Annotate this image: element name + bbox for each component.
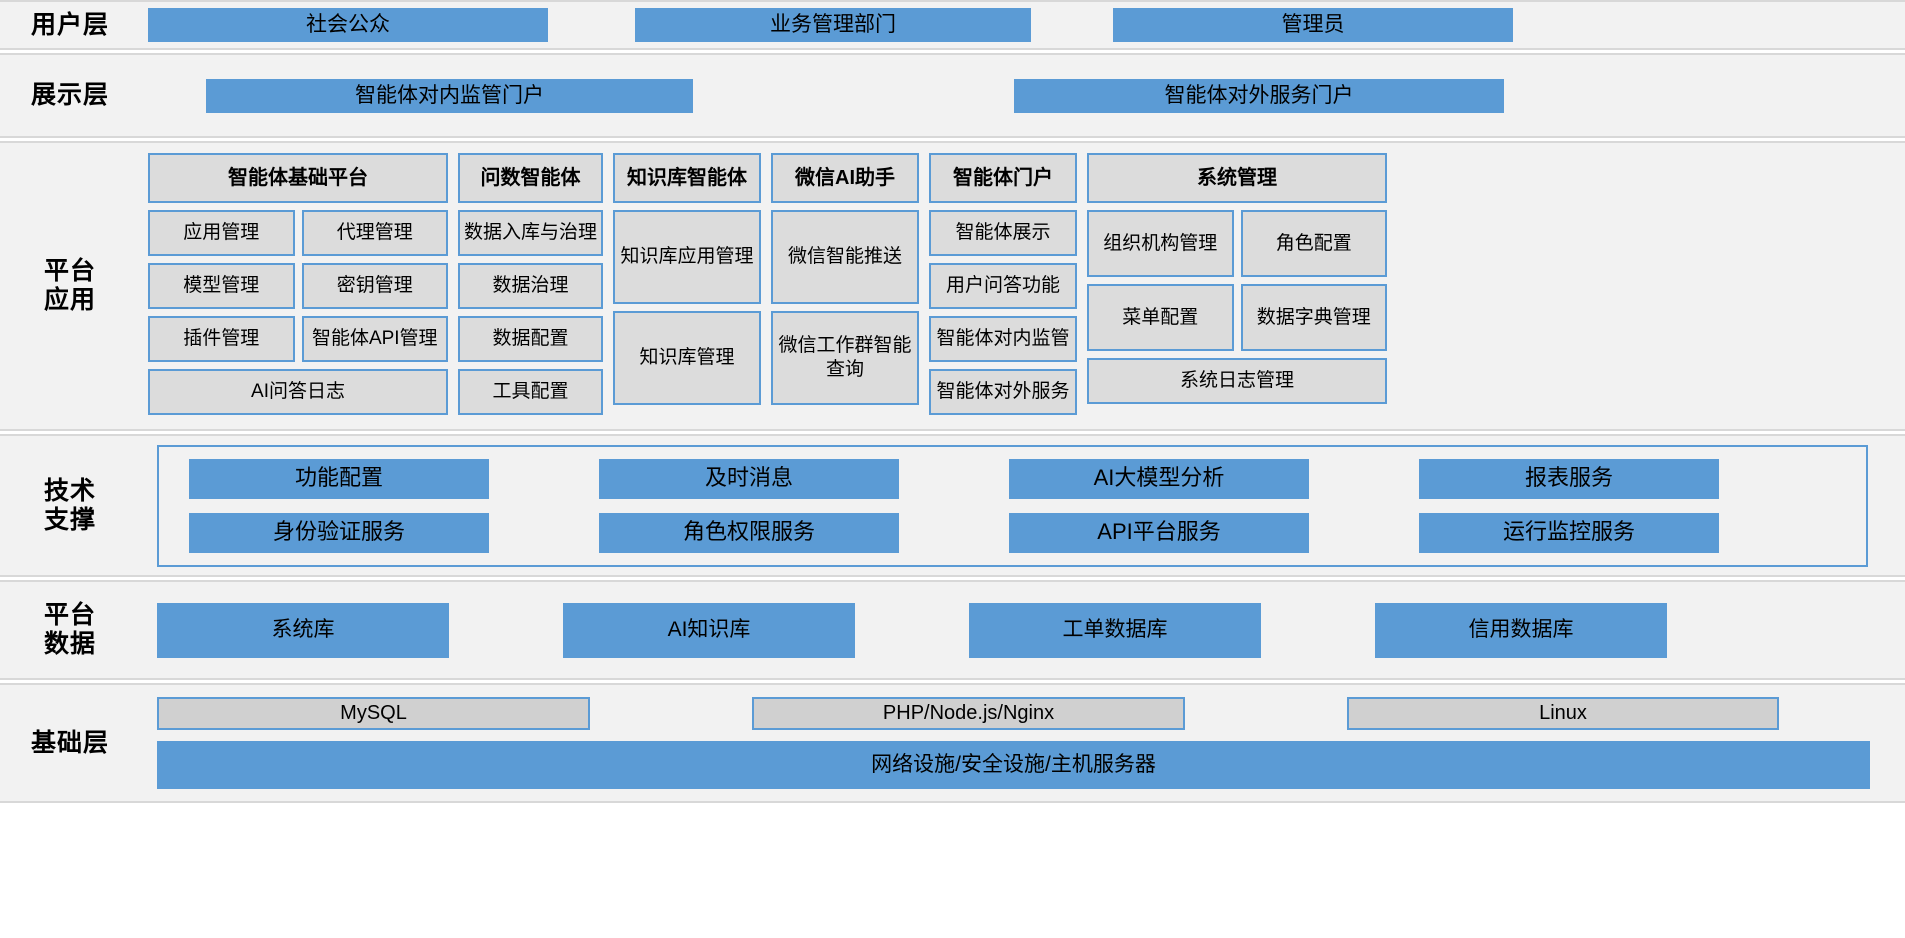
layer-label-platform-data: 平台 数据 [43, 601, 96, 658]
app-item-organization-management[interactable]: 组织机构管理 [1087, 210, 1234, 277]
infrastructure-hardware-row: 网络设施/安全设施/主机服务器 [157, 741, 1897, 789]
infra-item-mysql[interactable]: MySQL [157, 697, 590, 730]
app-item-model-management[interactable]: 模型管理 [148, 263, 295, 309]
app-column-agent-base-platform: 智能体基础平台 应用管理 代理管理 模型管理 密钥管理 插件管理 智能体API管… [148, 153, 448, 415]
layer-platform-application: 平台 应用 智能体基础平台 应用管理 代理管理 模型管理 密钥管理 插件管理 [0, 141, 1905, 431]
user-box-business-dept[interactable]: 业务管理部门 [635, 8, 1031, 42]
app-column-title-wechat-ai-assistant[interactable]: 微信AI助手 [771, 153, 919, 203]
tech-item-runtime-monitoring-service[interactable]: 运行监控服务 [1419, 512, 1719, 553]
user-box-public[interactable]: 社会公众 [148, 8, 548, 42]
app-item-agent-management[interactable]: 代理管理 [301, 210, 448, 256]
infrastructure-wrapper: MySQL PHP/Node.js/Nginx Linux 网络设施/安全设施/… [148, 697, 1897, 789]
layer-technical-support: 技术 支撑 功能配置 及时消息 AI大模型分析 报表服务 身份验证服务 角色权限… [0, 434, 1905, 577]
app-column-agent-portal: 智能体门户 智能体展示 用户问答功能 智能体对内监管 智能体对外服务 [929, 153, 1077, 415]
layer-platform-data: 平台 数据 系统库 AI知识库 工单数据库 信用数据库 [0, 580, 1905, 680]
app-item-data-ingest-governance[interactable]: 数据入库与治理 [458, 210, 603, 256]
tech-item-role-permission-service[interactable]: 角色权限服务 [599, 512, 899, 553]
app-item-user-qa-function[interactable]: 用户问答功能 [929, 263, 1077, 309]
app-item-ai-qa-log[interactable]: AI问答日志 [148, 369, 448, 415]
layer-body-user: 社会公众 业务管理部门 管理员 [140, 2, 1905, 48]
app-column-title-system-management[interactable]: 系统管理 [1087, 153, 1387, 203]
app-column-wechat-ai-assistant: 微信AI助手 微信智能推送 微信工作群智能查询 [771, 153, 919, 405]
app-subgrid-row: 系统日志管理 [1087, 358, 1387, 404]
user-box-administrator[interactable]: 管理员 [1113, 8, 1513, 42]
layer-label-platform-application: 平台 应用 [43, 257, 96, 314]
platform-data-row: 系统库 AI知识库 工单数据库 信用数据库 [148, 602, 1897, 658]
app-item-kb-application-management[interactable]: 知识库应用管理 [613, 210, 761, 304]
technical-support-row-1: 功能配置 及时消息 AI大模型分析 报表服务 [189, 458, 1836, 499]
app-subgrid-row: 模型管理 密钥管理 [148, 263, 448, 309]
app-subgrid-row: AI问答日志 [148, 369, 448, 415]
layer-body-platform-data: 系统库 AI知识库 工单数据库 信用数据库 [140, 582, 1905, 678]
tech-item-authentication-service[interactable]: 身份验证服务 [189, 512, 489, 553]
app-column-system-management: 系统管理 组织机构管理 角色配置 菜单配置 数据字典管理 系统日志管理 [1087, 153, 1387, 404]
app-item-agent-external-service[interactable]: 智能体对外服务 [929, 369, 1077, 415]
app-item-agent-internal-supervision[interactable]: 智能体对内监管 [929, 316, 1077, 362]
app-column-knowledge-base-agent: 知识库智能体 知识库应用管理 知识库管理 [613, 153, 761, 405]
app-subgrid-row: 菜单配置 数据字典管理 [1087, 284, 1387, 351]
layer-body-infrastructure: MySQL PHP/Node.js/Nginx Linux 网络设施/安全设施/… [140, 685, 1905, 801]
infra-item-network-security-host-server[interactable]: 网络设施/安全设施/主机服务器 [157, 741, 1870, 789]
tech-item-ai-large-model-analysis[interactable]: AI大模型分析 [1009, 458, 1309, 499]
layer-presentation: 展示层 智能体对内监管门户 智能体对外服务门户 [0, 53, 1905, 138]
layer-label-user: 用户层 [30, 10, 109, 39]
app-item-plugin-management[interactable]: 插件管理 [148, 316, 295, 362]
app-subgrid-row: 插件管理 智能体API管理 [148, 316, 448, 362]
layer-body-platform-application: 智能体基础平台 应用管理 代理管理 模型管理 密钥管理 插件管理 智能体API管… [140, 143, 1905, 429]
app-item-wechat-smart-push[interactable]: 微信智能推送 [771, 210, 919, 304]
app-item-wechat-group-smart-query[interactable]: 微信工作群智能查询 [771, 311, 919, 405]
layer-label-infrastructure: 基础层 [30, 728, 109, 757]
app-column-title-agent-portal[interactable]: 智能体门户 [929, 153, 1077, 203]
infra-item-linux[interactable]: Linux [1347, 697, 1779, 730]
app-item-system-log-management[interactable]: 系统日志管理 [1087, 358, 1387, 404]
app-column-title-agent-base-platform[interactable]: 智能体基础平台 [148, 153, 448, 203]
app-item-application-management[interactable]: 应用管理 [148, 210, 295, 256]
app-subgrid-row: 组织机构管理 角色配置 [1087, 210, 1387, 277]
data-item-system-db[interactable]: 系统库 [157, 602, 449, 658]
layer-body-technical-support: 功能配置 及时消息 AI大模型分析 报表服务 身份验证服务 角色权限服务 API… [140, 436, 1905, 575]
app-item-tool-configuration[interactable]: 工具配置 [458, 369, 603, 415]
app-column-title-data-query-agent[interactable]: 问数智能体 [458, 153, 603, 203]
app-column-title-knowledge-base-agent[interactable]: 知识库智能体 [613, 153, 761, 203]
data-item-ai-knowledge-db[interactable]: AI知识库 [563, 602, 855, 658]
tech-item-api-platform-service[interactable]: API平台服务 [1009, 512, 1309, 553]
app-item-agent-showcase[interactable]: 智能体展示 [929, 210, 1077, 256]
layer-user: 用户层 社会公众 业务管理部门 管理员 [0, 0, 1905, 50]
app-item-data-dictionary-management[interactable]: 数据字典管理 [1240, 284, 1387, 351]
portal-internal-supervision[interactable]: 智能体对内监管门户 [206, 78, 693, 113]
user-box-row: 社会公众 业务管理部门 管理员 [148, 8, 1897, 42]
technical-support-frame: 功能配置 及时消息 AI大模型分析 报表服务 身份验证服务 角色权限服务 API… [157, 444, 1868, 567]
presentation-box-row: 智能体对内监管门户 智能体对外服务门户 [148, 78, 1897, 113]
app-item-key-management[interactable]: 密钥管理 [301, 263, 448, 309]
infrastructure-software-row: MySQL PHP/Node.js/Nginx Linux [157, 697, 1897, 730]
data-item-work-order-db[interactable]: 工单数据库 [969, 602, 1261, 658]
tech-item-instant-message[interactable]: 及时消息 [599, 458, 899, 499]
app-subgrid-row: 应用管理 代理管理 [148, 210, 448, 256]
app-item-data-configuration[interactable]: 数据配置 [458, 316, 603, 362]
app-item-agent-api-management[interactable]: 智能体API管理 [301, 316, 448, 362]
app-item-data-governance[interactable]: 数据治理 [458, 263, 603, 309]
layer-infrastructure: 基础层 MySQL PHP/Node.js/Nginx Linux 网络设施/安… [0, 683, 1905, 803]
tech-item-function-configuration[interactable]: 功能配置 [189, 458, 489, 499]
layer-label-technical-support: 技术 支撑 [43, 476, 96, 534]
tech-item-report-service[interactable]: 报表服务 [1419, 458, 1719, 499]
app-item-role-configuration[interactable]: 角色配置 [1240, 210, 1387, 277]
app-item-kb-management[interactable]: 知识库管理 [613, 311, 761, 405]
technical-support-row-2: 身份验证服务 角色权限服务 API平台服务 运行监控服务 [189, 512, 1836, 553]
app-column-data-query-agent: 问数智能体 数据入库与治理 数据治理 数据配置 工具配置 [458, 153, 603, 415]
portal-external-service[interactable]: 智能体对外服务门户 [1014, 78, 1504, 113]
data-item-credit-db[interactable]: 信用数据库 [1375, 602, 1667, 658]
platform-application-columns: 智能体基础平台 应用管理 代理管理 模型管理 密钥管理 插件管理 智能体API管… [148, 153, 1897, 425]
layer-label-presentation: 展示层 [30, 81, 109, 110]
layer-body-presentation: 智能体对内监管门户 智能体对外服务门户 [140, 55, 1905, 136]
infra-item-php-node-nginx[interactable]: PHP/Node.js/Nginx [752, 697, 1185, 730]
app-item-menu-configuration[interactable]: 菜单配置 [1087, 284, 1234, 351]
